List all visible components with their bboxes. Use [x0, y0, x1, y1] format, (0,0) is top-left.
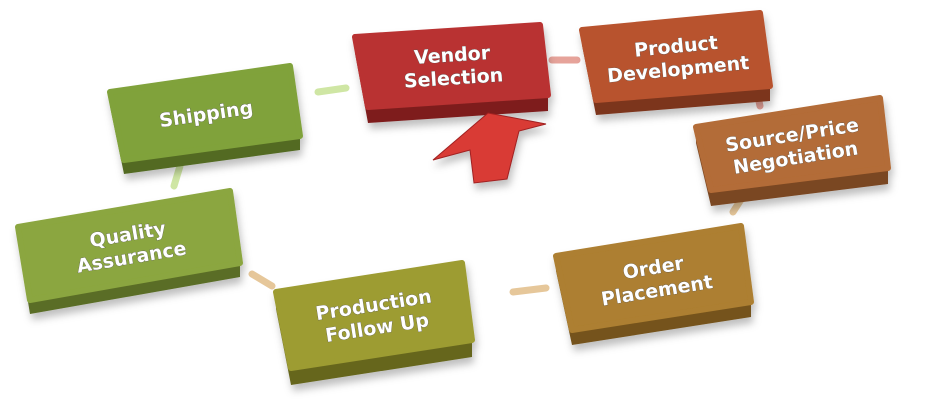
box-side [110, 92, 300, 174]
connector-arrow-icon [509, 284, 550, 296]
box-face [15, 188, 243, 303]
step-shipping: Shipping [107, 63, 303, 174]
start-arrow-icon [432, 112, 547, 184]
box-side [18, 227, 240, 314]
box-face [693, 95, 891, 193]
box-face [273, 260, 475, 371]
box-face [352, 22, 551, 110]
connector-arrow-icon [314, 84, 350, 96]
box-face [107, 63, 303, 163]
connector-arrow-icon [170, 162, 184, 190]
connector-arrow-icon [248, 270, 276, 290]
step-label: Vendor [413, 42, 491, 69]
box-side [582, 30, 770, 115]
box-side [355, 37, 548, 123]
box-face [579, 10, 773, 103]
box-side [556, 256, 751, 345]
box-side [276, 292, 472, 385]
box-face [553, 223, 754, 333]
